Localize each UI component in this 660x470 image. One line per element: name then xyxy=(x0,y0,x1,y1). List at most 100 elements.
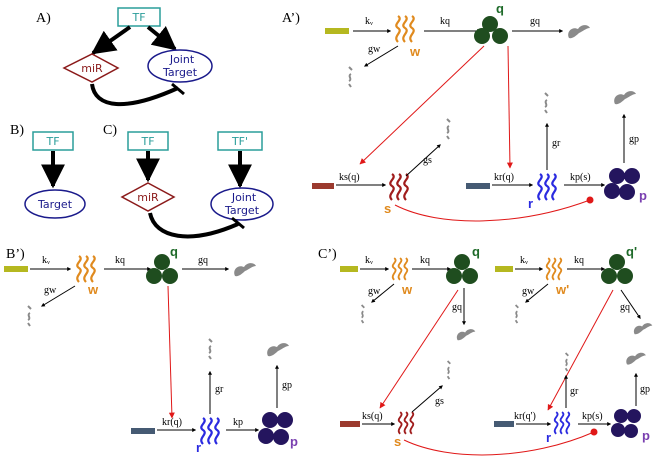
mir-node-label: miR xyxy=(81,62,103,75)
tf-to-mir-arrow xyxy=(91,25,132,55)
species-q: q xyxy=(496,1,504,16)
rate-kr-q: kr(q) xyxy=(494,172,514,183)
repression-dot xyxy=(586,196,594,204)
mrna-w-icon xyxy=(391,257,409,281)
rate-gw: gw xyxy=(368,286,381,297)
degraded-q-icon xyxy=(456,329,476,341)
tf-node xyxy=(32,131,74,151)
gene-w-prime xyxy=(495,266,513,272)
q-activates-s-arrow xyxy=(359,45,485,165)
species-q-prime: q' xyxy=(626,244,637,259)
gene-w xyxy=(4,266,28,272)
degraded-q-prime-icon xyxy=(633,323,653,335)
joint-target-label-1: Joint xyxy=(231,191,257,204)
rate-ks-q: ks(q) xyxy=(362,411,383,422)
panel-b-prime-label: B’) xyxy=(6,247,25,262)
panel-a: TF miR Joint Target xyxy=(62,7,213,107)
gene-r xyxy=(466,183,490,189)
species-p: p xyxy=(639,188,647,203)
rate-gq: gq xyxy=(452,302,462,313)
species-q: q xyxy=(472,244,480,259)
target-node-label: Target xyxy=(37,198,73,211)
rate-gp: gp xyxy=(282,380,292,391)
gene-r xyxy=(494,421,514,427)
mir-repression-edge xyxy=(90,83,179,107)
species-r: r xyxy=(546,430,551,445)
panel-a-label: A) xyxy=(36,11,51,26)
s-represses-r-edge xyxy=(394,199,591,222)
rate-kw: kᵥ xyxy=(520,255,528,266)
species-p: p xyxy=(290,434,298,449)
degradation-w-arrow xyxy=(363,45,399,67)
mrna-s-icon xyxy=(397,411,415,435)
tf-node-label: TF xyxy=(140,135,154,148)
degraded-r-icon xyxy=(208,338,213,360)
rate-gr: gr xyxy=(215,384,224,395)
degraded-w-icon xyxy=(360,304,366,324)
protein-p-icon xyxy=(262,412,278,428)
gene-w xyxy=(325,28,349,34)
rate-kw: kᵥ xyxy=(365,16,373,27)
species-w: w xyxy=(401,282,413,297)
s-represses-r-edge xyxy=(403,431,595,456)
degraded-p-icon xyxy=(267,343,289,357)
rate-gw: gw xyxy=(522,286,535,297)
panel-b-label: B) xyxy=(10,123,24,138)
protein-q-prime-icon xyxy=(609,254,625,270)
degraded-q-icon xyxy=(568,25,590,39)
species-r: r xyxy=(528,196,533,211)
q-activates-r-arrow xyxy=(506,45,513,169)
rate-kp: kp xyxy=(233,417,243,428)
species-s: s xyxy=(394,434,401,449)
rate-gw: gw xyxy=(368,44,381,55)
degraded-s-icon xyxy=(446,118,451,140)
degraded-p-icon xyxy=(626,352,646,365)
tf-node xyxy=(117,7,161,27)
protein-p-icon xyxy=(614,409,628,423)
rate-ks-q: ks(q) xyxy=(339,172,360,183)
gene-r xyxy=(131,428,155,434)
repression-bar xyxy=(171,82,185,96)
panel-a-prime: kᵥ w kq q gq gw ks(q) s gs kr(q) r gr xyxy=(312,1,647,222)
rate-kq: kq xyxy=(574,255,584,266)
mir-node-label: miR xyxy=(137,191,159,204)
degraded-p-icon xyxy=(614,91,636,105)
degraded-w-icon xyxy=(27,305,32,327)
q-activates-s-arrow xyxy=(379,289,459,409)
rate-gq: gq xyxy=(530,16,540,27)
degraded-r-icon xyxy=(564,352,570,372)
mrna-w-prime-icon xyxy=(545,257,563,281)
mrna-w-icon xyxy=(395,14,415,44)
rate-gq: gq xyxy=(198,255,208,266)
species-w: w xyxy=(409,44,421,59)
species-s: s xyxy=(384,201,391,216)
gene-w xyxy=(340,266,358,272)
species-q: q xyxy=(170,244,178,259)
joint-target-node xyxy=(210,187,274,221)
rate-kw: kᵥ xyxy=(42,255,50,266)
panel-b: TF Target xyxy=(24,131,86,219)
tf-node-label: TF xyxy=(131,11,145,24)
tf-to-target-arrow xyxy=(146,25,177,51)
mrna-r-icon xyxy=(553,411,571,435)
panel-c-prime-label: C’) xyxy=(318,247,337,262)
degraded-r-icon xyxy=(544,92,549,114)
rate-kr-q: kr(q) xyxy=(162,417,182,428)
rate-kq: kq xyxy=(440,16,450,27)
species-p: p xyxy=(642,428,650,443)
gene-s xyxy=(312,183,334,189)
joint-target-label-1: Joint xyxy=(169,53,195,66)
panel-b-prime: kᵥ w kq q gq gw kr(q) r gr kp p gp xyxy=(4,244,298,455)
qprime-activates-r-arrow xyxy=(547,289,614,411)
protein-q-icon xyxy=(482,16,498,32)
rate-gq: gq xyxy=(620,302,630,313)
mrna-r-icon xyxy=(200,416,220,446)
degradation-w-prime-arrow xyxy=(525,283,549,303)
degraded-w-prime-icon xyxy=(514,304,520,324)
degraded-q-icon xyxy=(234,263,256,277)
degraded-w-icon xyxy=(348,66,353,88)
rate-gp: gp xyxy=(640,384,650,395)
mir-repression-edge xyxy=(148,212,239,239)
degradation-q-prime-arrow xyxy=(620,289,641,319)
